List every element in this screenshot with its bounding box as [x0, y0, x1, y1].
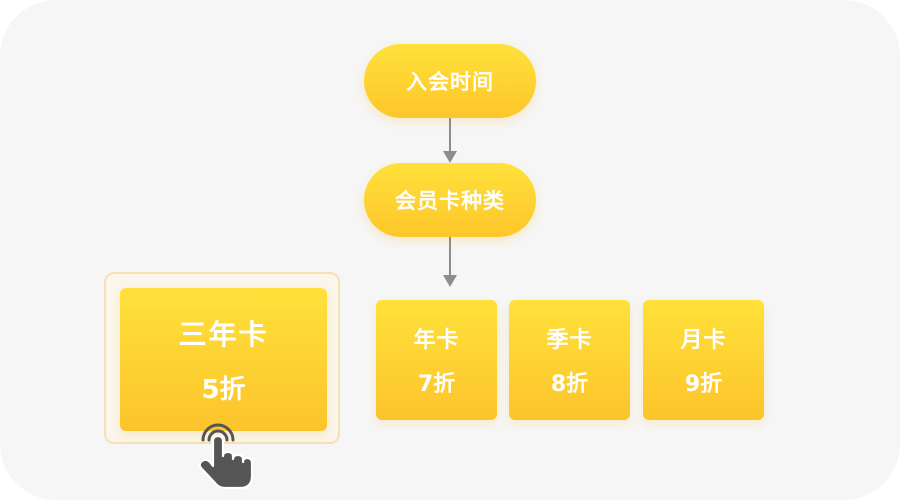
option-card-year[interactable]: 年卡 7折 — [376, 300, 497, 420]
option-discount: 9折 — [684, 372, 723, 397]
flow-arrow-2 — [443, 237, 457, 287]
arrow-line — [449, 118, 451, 151]
option-name: 三年卡 — [178, 318, 269, 351]
arrow-head — [443, 275, 457, 287]
flow-node-join-time: 入会时间 — [364, 44, 536, 118]
flow-node-card-type-label: 会员卡种类 — [395, 189, 505, 213]
option-discount: 8折 — [550, 372, 589, 397]
option-name: 月卡 — [680, 328, 727, 353]
option-name: 年卡 — [413, 328, 460, 353]
option-discount: 5折 — [201, 375, 246, 405]
option-name: 季卡 — [546, 328, 593, 353]
flow-node-card-type: 会员卡种类 — [364, 163, 536, 237]
flow-arrow-1 — [443, 118, 457, 163]
arrow-line — [449, 237, 451, 275]
option-card-month[interactable]: 月卡 9折 — [643, 300, 764, 420]
option-card-three-year[interactable]: 三年卡 5折 — [120, 288, 327, 431]
pointing-hand-icon — [198, 423, 254, 490]
option-card-quarter[interactable]: 季卡 8折 — [509, 300, 630, 420]
option-discount: 7折 — [417, 372, 456, 397]
flow-node-join-time-label: 入会时间 — [406, 70, 494, 94]
arrow-head — [443, 151, 457, 163]
